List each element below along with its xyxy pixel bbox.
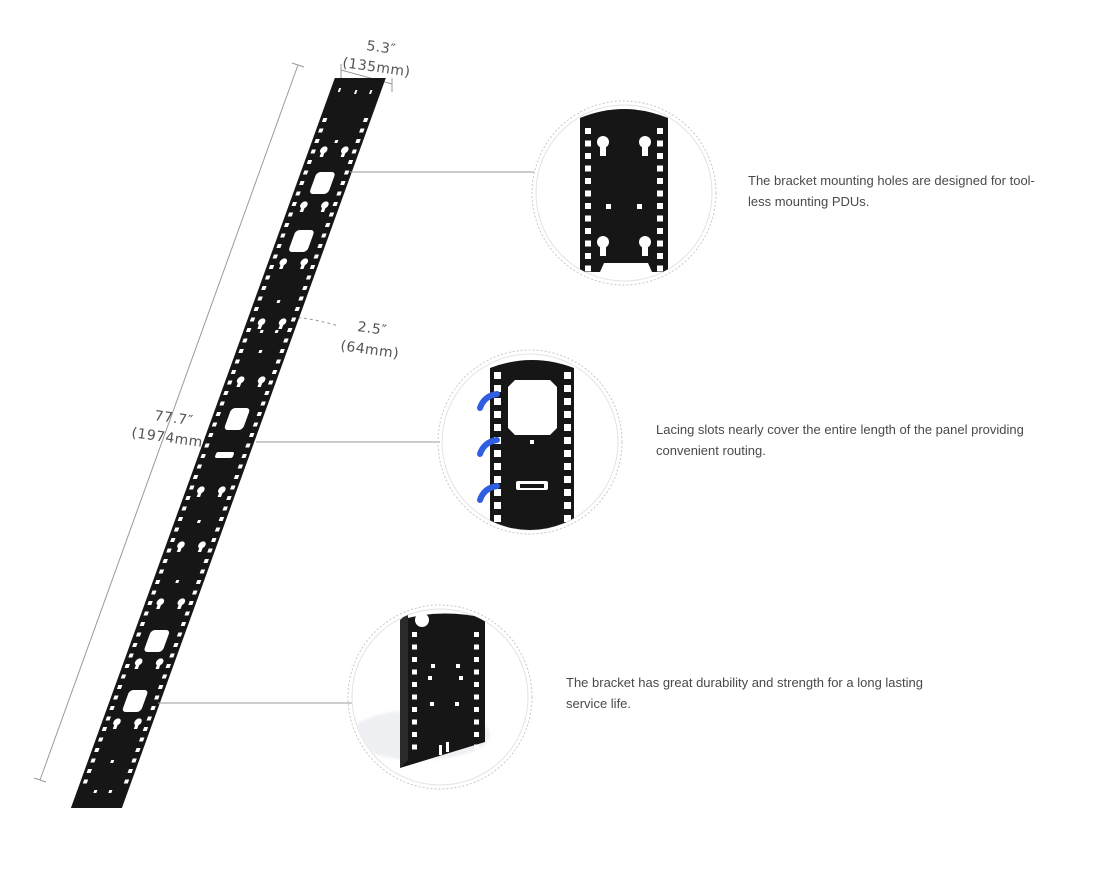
zoom-circle-durability — [347, 604, 533, 790]
length-mm-label: (1974mm) — [130, 425, 209, 452]
zoom-circle-lacing-slots — [437, 349, 623, 535]
width-mm-label: (135mm) — [341, 55, 411, 80]
callout-durability: The bracket has great durability and str… — [566, 675, 923, 711]
callout-mounting-holes: The bracket mounting holes are designed … — [748, 173, 1035, 209]
vertical-bracket-panel — [70, 78, 386, 808]
keyhole-icon — [597, 136, 651, 256]
cable-tie-icon — [477, 391, 500, 503]
callout-lacing-slots: Lacing slots nearly cover the entire len… — [656, 422, 1024, 458]
pitch-mm-label: (64mm) — [339, 338, 400, 362]
length-dimension — [33, 62, 305, 783]
length-inches-label: 77.7″ — [153, 408, 194, 429]
leader-lines — [158, 171, 534, 704]
pitch-inches-label: 2.5″ — [356, 319, 387, 339]
zoom-circle-mounting-holes — [531, 100, 717, 286]
width-inches-label: 5.3″ — [365, 38, 396, 58]
